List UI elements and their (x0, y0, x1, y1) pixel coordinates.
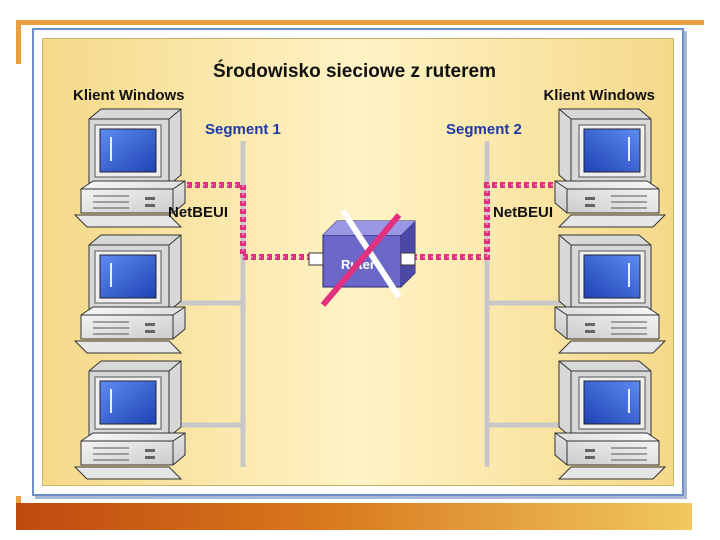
computer-right-1 (554, 108, 666, 228)
client-windows-label-left: Klient Windows (73, 87, 185, 104)
computer-left-3 (74, 360, 186, 480)
segment-1-label: Segment 1 (205, 121, 281, 138)
computer-left-2 (74, 234, 186, 354)
netbeui-label-left: NetBEUI (168, 204, 229, 221)
segment-2-label: Segment 2 (446, 121, 522, 138)
diagram-panel: Ruter Środowisko sieciowe z ruterem Klie… (42, 38, 674, 486)
slide-left-accent-bar (16, 20, 21, 64)
network-diagram: Ruter (74, 108, 666, 480)
diagram-title: Środowisko sieciowe z ruterem (213, 61, 496, 82)
slide-top-accent-bar (16, 20, 704, 25)
diagram-frame: Ruter Środowisko sieciowe z ruterem Klie… (32, 28, 684, 496)
netbeui-label-right: NetBEUI (493, 204, 554, 221)
client-windows-label-right: Klient Windows (543, 87, 655, 104)
computer-right-2 (554, 234, 666, 354)
computer-right-3 (554, 360, 666, 480)
router: Ruter (308, 220, 416, 288)
slide-bottom-gradient-bar (16, 503, 692, 530)
router-crossed-out-mark (320, 209, 402, 307)
netbeui-path-right (415, 182, 561, 260)
segment-2-backbone (484, 141, 563, 467)
netbeui-path-left (155, 182, 313, 260)
